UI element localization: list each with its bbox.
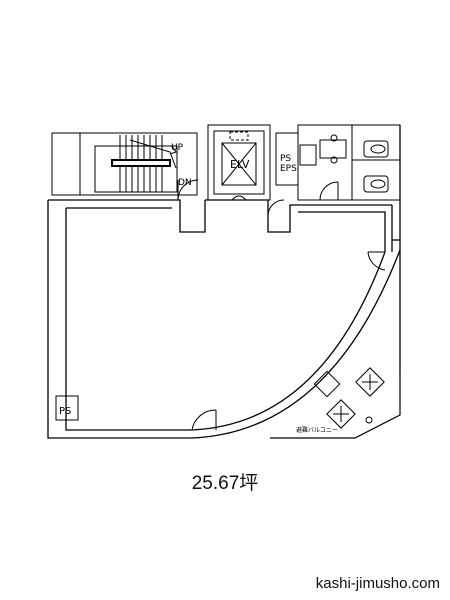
site-watermark: kashi-jimusho.com	[315, 575, 440, 592]
stairwell	[51, 132, 198, 196]
toilet-block	[297, 124, 401, 201]
side-door-swing	[367, 251, 386, 271]
toilet-icon	[330, 134, 389, 193]
elevator-door-swing	[267, 199, 285, 216]
stairs-down-label: DN	[178, 178, 192, 188]
floor-area-label: 25.67坪	[191, 473, 259, 494]
eps-label: EPS	[280, 164, 297, 174]
entrance-door	[191, 409, 217, 431]
balcony-label: 避難バルコニー	[296, 426, 338, 434]
balcony	[270, 375, 401, 439]
elevator-core	[207, 124, 271, 201]
ps-shaft	[55, 395, 79, 421]
ps-corner-label: PS	[59, 406, 71, 417]
stairs-icon	[119, 135, 177, 192]
stairs-up-label: UP	[171, 143, 184, 153]
elevator-icon	[221, 142, 257, 186]
office-walls	[47, 125, 401, 439]
ps-label: PS	[280, 154, 291, 164]
skylight-icon	[313, 367, 385, 429]
door-swing-icon	[177, 179, 199, 201]
elevator-label: ELV	[230, 158, 250, 171]
